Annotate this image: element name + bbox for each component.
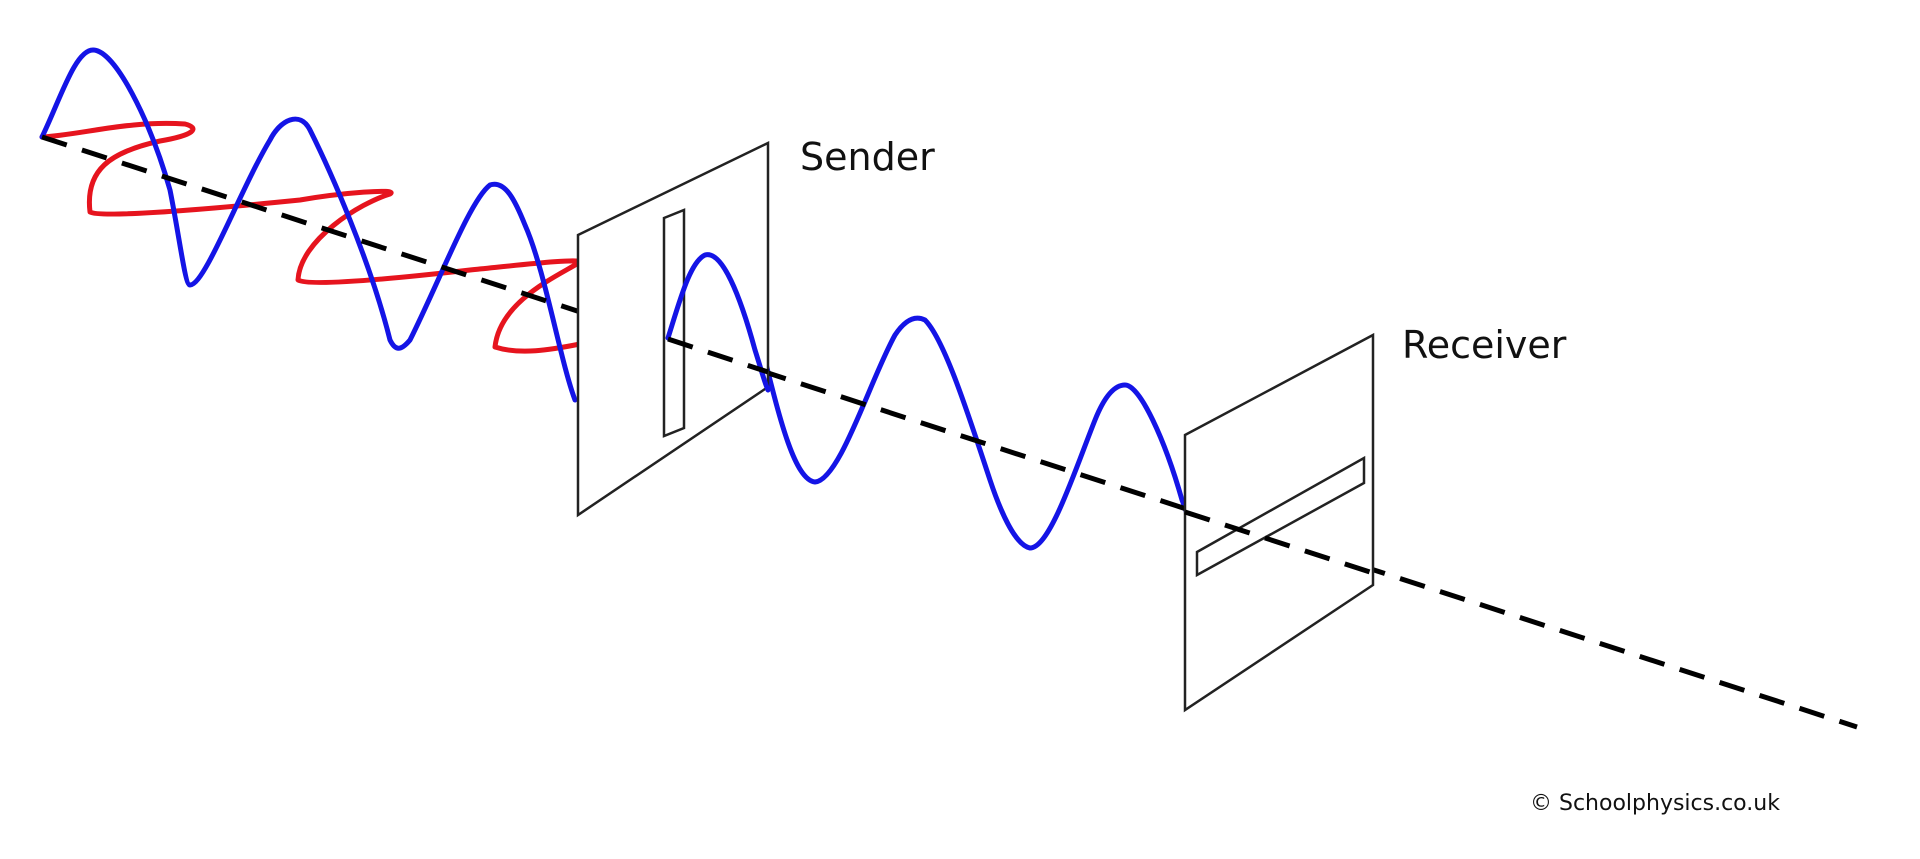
propagation-axis	[41, 134, 1858, 730]
sender-label: Sender	[800, 135, 935, 179]
vertical-oscillation-wave	[39, 47, 578, 403]
horizontal-slit	[1195, 455, 1366, 578]
receiver-label: Receiver	[1402, 323, 1567, 367]
propagation-axis-receiver-segment	[1184, 509, 1374, 576]
receiver-plate	[1183, 332, 1375, 713]
copyright-text: © Schoolphysics.co.uk	[1530, 791, 1780, 816]
propagation-axis-segment	[667, 336, 769, 375]
horizontal-oscillation-wave	[39, 120, 583, 354]
